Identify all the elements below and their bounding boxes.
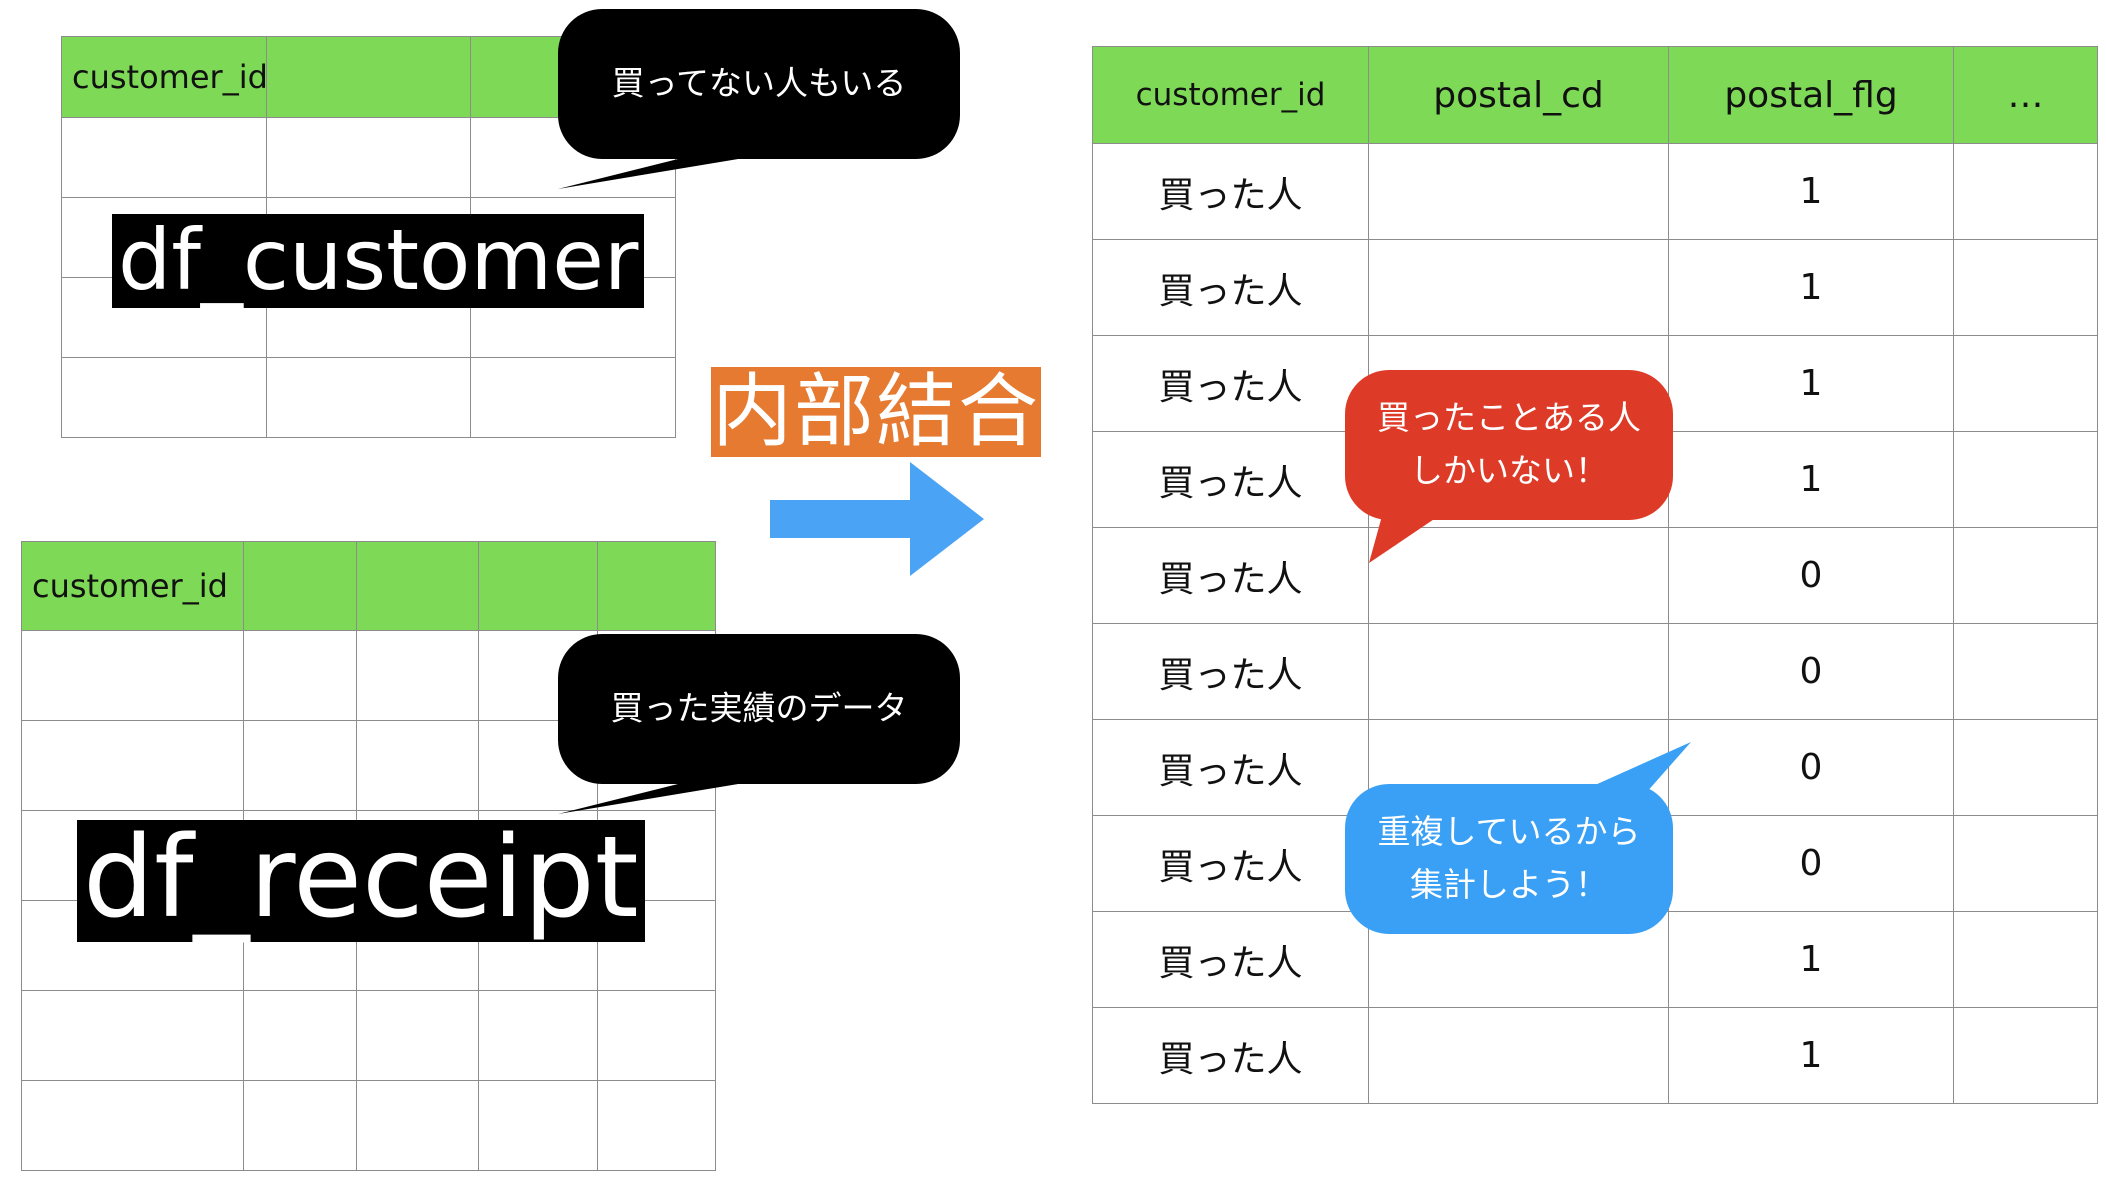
table-cell <box>1953 239 2098 336</box>
header-cell-more: … <box>1953 46 2098 144</box>
speech-bubble-tail-icon <box>1575 742 1691 794</box>
not-bought-speech-bubble: 買ってない人もいる <box>558 9 960 189</box>
table-cell <box>243 990 357 1081</box>
table-cell <box>478 990 598 1081</box>
table-cell <box>21 720 244 811</box>
table-row <box>61 357 676 438</box>
table-cell <box>21 630 244 721</box>
table-cell: 1 <box>1668 143 1954 240</box>
header-cell <box>243 541 357 631</box>
header-cell <box>478 541 598 631</box>
table-cell <box>243 1080 357 1171</box>
table-cell: 買った人 <box>1092 335 1369 432</box>
table-cell: 1 <box>1668 239 1954 336</box>
table-cell: 1 <box>1668 911 1954 1008</box>
table-cell: 0 <box>1668 815 1954 912</box>
table-cell <box>61 357 267 438</box>
table-cell: 買った人 <box>1092 623 1369 720</box>
table-cell <box>265 357 472 438</box>
bubble-text-line: 重複しているから <box>1377 812 1641 852</box>
header-cell <box>265 36 472 118</box>
table-cell: 買った人 <box>1092 1007 1369 1104</box>
inner-join-label: 内部結合 <box>711 365 1041 458</box>
table-cell <box>597 990 716 1081</box>
table-cell <box>61 117 267 198</box>
table-cell <box>1368 143 1669 240</box>
header-cell-postal-cd: postal_cd <box>1368 46 1669 144</box>
table-cell <box>1953 719 2098 816</box>
header-cell: customer_id <box>61 36 268 118</box>
header-cell-customer-id: customer_id <box>1092 46 1369 144</box>
receipt-table-header: customer_id <box>21 541 716 631</box>
table-cell <box>478 1080 598 1171</box>
table-cell <box>265 117 472 198</box>
bubble-text-line: しかいない！ <box>1410 451 1608 490</box>
header-cell <box>597 541 716 631</box>
header-cell <box>356 541 479 631</box>
duplicates-speech-bubble: 重複しているから 集計しよう！ <box>1345 742 1691 934</box>
table-row: 買った人 0 <box>1092 527 2098 624</box>
table-cell <box>1368 623 1669 720</box>
table-cell <box>1953 431 2098 528</box>
table-cell: 1 <box>1668 431 1954 528</box>
table-cell <box>356 990 479 1081</box>
table-cell <box>21 1080 244 1171</box>
table-row: 買った人 1 <box>1092 143 2098 240</box>
table-cell <box>1953 911 2098 1008</box>
table-cell <box>356 630 479 721</box>
table-row <box>21 720 716 811</box>
right-arrow-icon <box>770 462 984 576</box>
table-row: 買った人 1 <box>1092 1007 2098 1104</box>
table-cell <box>1953 527 2098 624</box>
table-cell: 買った人 <box>1092 911 1369 1008</box>
table-cell: 買った人 <box>1092 527 1369 624</box>
table-row: 買った人 1 <box>1092 239 2098 336</box>
table-cell <box>243 720 357 811</box>
header-cell-postal-flg: postal_flg <box>1668 46 1954 144</box>
bubble-text: 買った実績のデータ <box>610 688 908 728</box>
table-cell <box>1368 527 1669 624</box>
table-row: 買った人 0 <box>1092 623 2098 720</box>
table-cell <box>1953 335 2098 432</box>
table-cell <box>356 720 479 811</box>
table-cell: 買った人 <box>1092 815 1369 912</box>
result-table: customer_id postal_cd postal_flg … 買った人 1… <box>1092 46 2098 1104</box>
table-cell <box>243 630 357 721</box>
df-customer-label: df_customer <box>112 214 645 308</box>
bubble-text-line: 買ったことある人 <box>1377 398 1641 438</box>
table-cell: 買った人 <box>1092 719 1369 816</box>
table-cell <box>1953 1007 2098 1104</box>
table-cell: 1 <box>1668 335 1954 432</box>
table-row <box>21 990 716 1081</box>
table-cell: 買った人 <box>1092 239 1369 336</box>
table-cell <box>1368 1007 1669 1104</box>
table-cell <box>470 357 676 438</box>
table-cell <box>1953 623 2098 720</box>
table-cell: 1 <box>1668 1007 1954 1104</box>
table-cell: 0 <box>1668 527 1954 624</box>
table-cell <box>1953 815 2098 912</box>
df-receipt-label: df_receipt <box>77 820 645 942</box>
table-cell: 買った人 <box>1092 431 1369 528</box>
table-cell: 買った人 <box>1092 143 1369 240</box>
bubble-text-line: 集計しよう！ <box>1410 865 1608 904</box>
table-cell <box>356 1080 479 1171</box>
table-row <box>21 1080 716 1171</box>
bubble-text: 買ってない人もいる <box>611 63 907 103</box>
header-cell: customer_id <box>21 541 244 631</box>
table-cell: 0 <box>1668 623 1954 720</box>
table-cell <box>1368 239 1669 336</box>
table-cell: 0 <box>1668 719 1954 816</box>
table-cell <box>1953 143 2098 240</box>
table-cell <box>597 1080 716 1171</box>
only-buyers-speech-bubble: 買ったことある人 しかいない！ <box>1345 370 1673 563</box>
table-cell <box>21 990 244 1081</box>
receipt-speech-bubble: 買った実績のデータ <box>558 634 960 814</box>
result-table-header: customer_id postal_cd postal_flg … <box>1092 46 2098 144</box>
